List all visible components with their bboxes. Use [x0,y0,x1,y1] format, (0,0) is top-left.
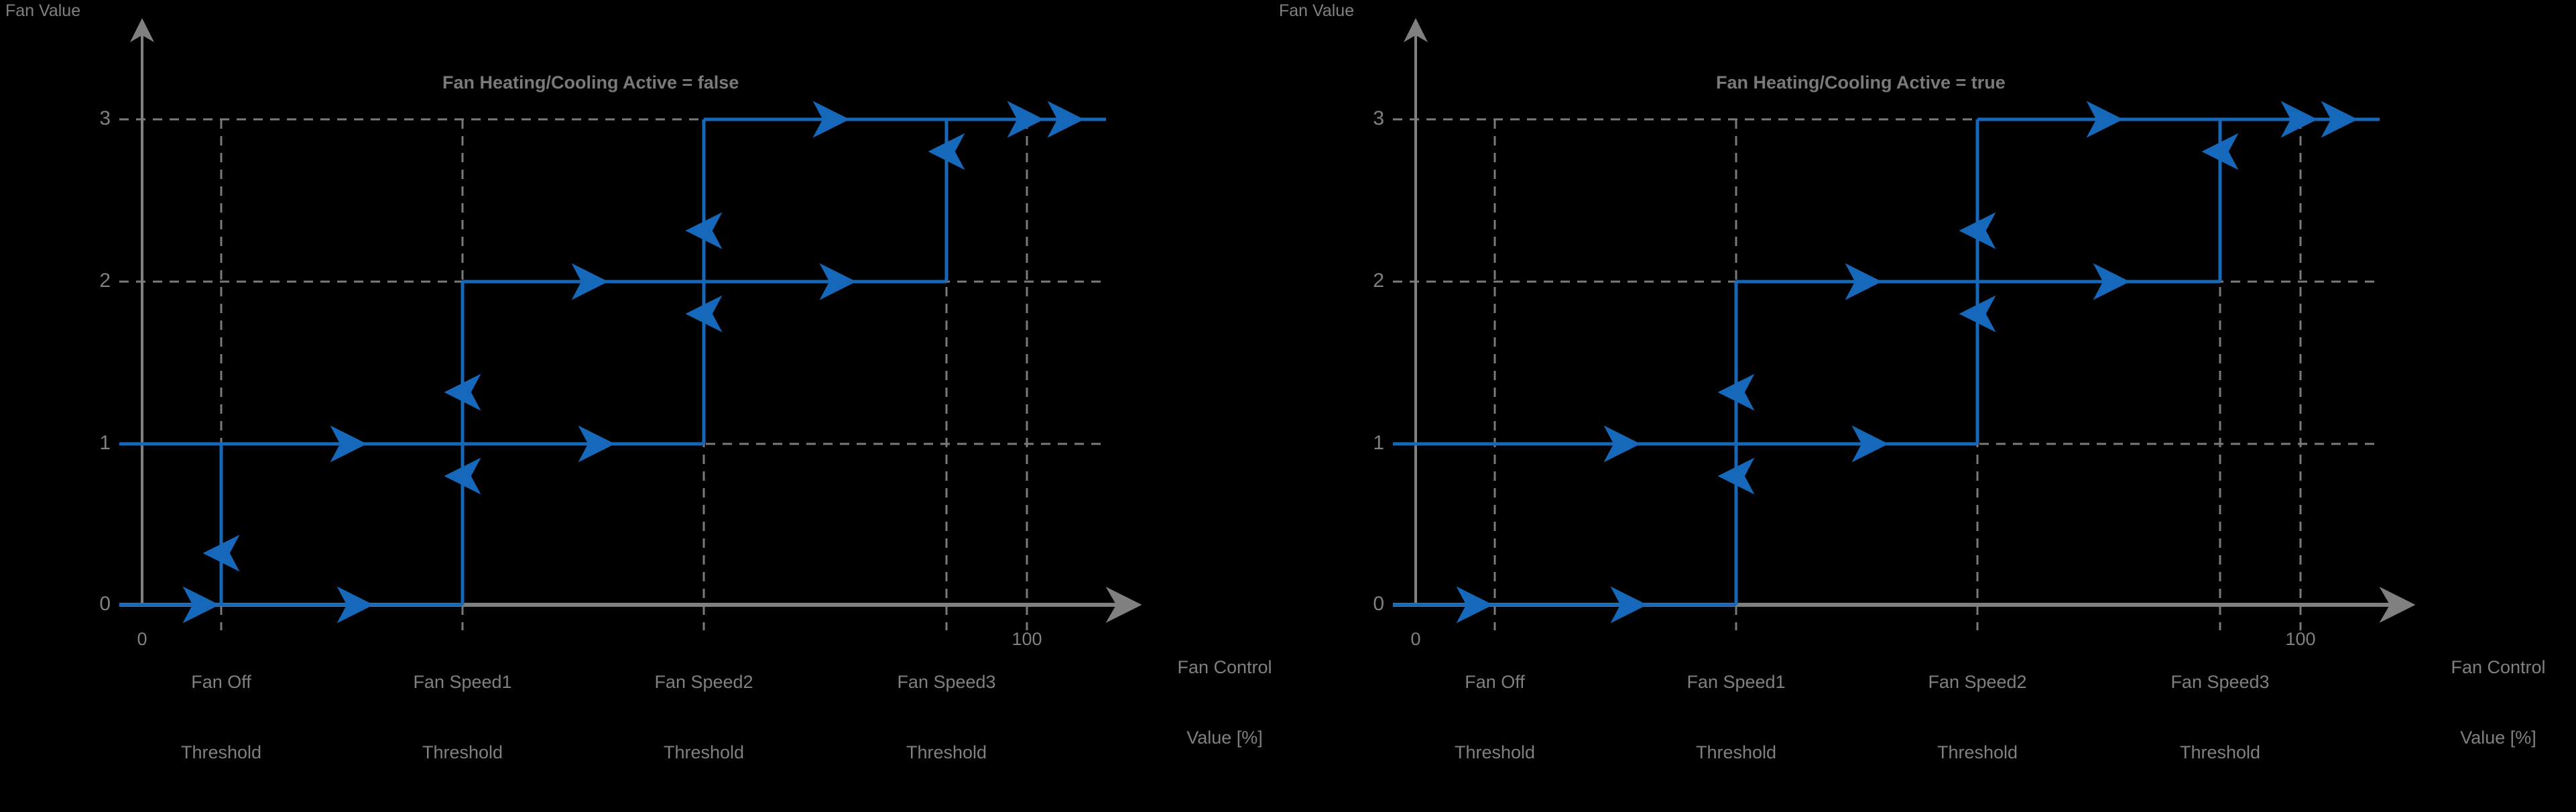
x-axis-title-line2: Value [%] [2460,728,2536,748]
x-tick-100: 100 [1011,629,1042,649]
chart-title: Fan Heating/Cooling Active = true [1716,72,2006,93]
x-category-fan-speed1-line2: Threshold [1695,742,1777,763]
y-axis-title: Fan Value [5,1,81,20]
x-category-fan-speed3-line2: Threshold [906,742,987,763]
y-tick-0: 0 [99,593,111,615]
x-category-fan-speed2-line2: Threshold [663,742,745,763]
y-tick-1: 1 [99,432,111,454]
x-tick-0: 0 [1410,629,1421,649]
y-axis-title: Fan Value [1279,1,1355,20]
x-category-fan-off-line1: Fan Off [191,672,251,693]
series-falling [1393,101,2380,463]
chart-panel-fan-active-false: Fan Value Fan Heating/Cooling Active = f… [0,0,1274,762]
series-rising [1393,101,2380,624]
x-tick-0: 0 [137,629,147,649]
x-category-fan-off-line2: Threshold [1454,742,1536,763]
y-tick-0: 0 [1373,593,1384,615]
x-category-fan-speed1-line2: Threshold [422,742,503,763]
x-category-fan-speed2-line1: Fan Speed2 [1928,672,2027,693]
plot-area-false [119,18,1142,630]
y-tick-3: 3 [99,107,111,129]
x-category-fan-speed3-line2: Threshold [2179,742,2261,763]
x-tick-100: 100 [2285,629,2316,649]
y-tick-3: 3 [1373,107,1384,129]
x-category-fan-speed2-line2: Threshold [1937,742,2018,763]
x-category-fan-speed3-line1: Fan Speed3 [2170,672,2270,693]
x-category-fan-off-line1: Fan Off [1465,672,1525,693]
x-category-fan-off-line2: Threshold [180,742,262,763]
series-rising [119,101,1106,624]
x-category-fan-speed2-line1: Fan Speed2 [654,672,753,693]
plot-area-true [1393,18,2416,630]
y-tick-2: 2 [99,270,111,292]
x-category-fan-speed3-line1: Fan Speed3 [897,672,996,693]
grid-vertical [220,119,1028,630]
chart-title: Fan Heating/Cooling Active = false [442,72,739,93]
x-category-fan-speed1-line1: Fan Speed1 [1686,672,1786,693]
grid-vertical [1493,119,2302,630]
y-tick-2: 2 [1373,270,1384,292]
series-falling [119,101,1106,605]
x-axis-title-line2: Value [%] [1186,728,1263,748]
x-category-fan-speed1-line1: Fan Speed1 [413,672,512,693]
y-tick-1: 1 [1373,432,1384,454]
chart-panel-fan-active-true: Fan Value Fan Heating/Cooling Active = t… [1274,0,2547,762]
